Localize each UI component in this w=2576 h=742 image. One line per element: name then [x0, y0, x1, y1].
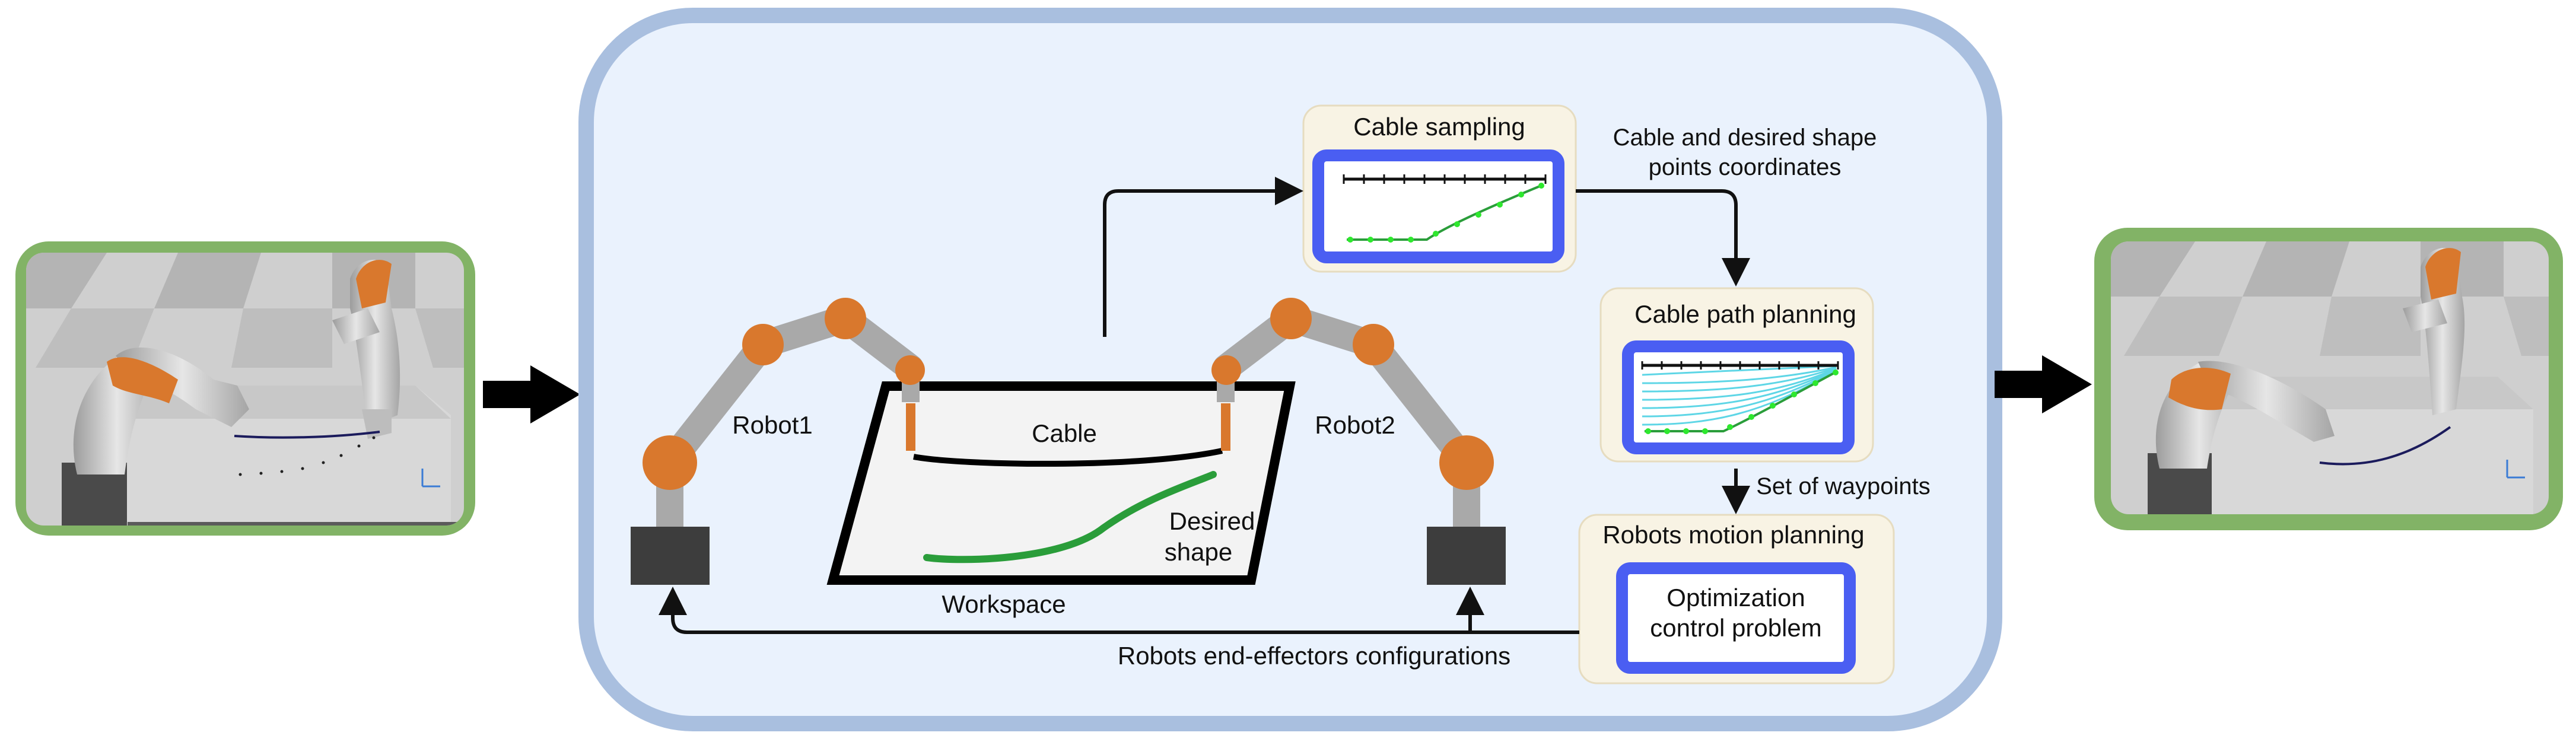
flow-arrow-right: [1995, 355, 2092, 413]
robot-link-orange-icon: [107, 357, 178, 403]
desired-shape-label-line1: Desired: [1169, 507, 1255, 535]
right-simulation-panel: [2094, 228, 2563, 530]
flow-arrow-left: [483, 365, 580, 423]
robot2-label: Robot2: [1315, 411, 1395, 439]
left-simulation-panel: [15, 241, 475, 536]
workspace-area: Cable Desired shape Workspace: [826, 381, 1296, 618]
coordinates-label-line1: Cable and desired shape: [1613, 125, 1877, 151]
robot1-label: Robot1: [732, 411, 812, 439]
set-of-waypoints-label: Set of waypoints: [1756, 473, 1931, 499]
workspace-label: Workspace: [942, 590, 1066, 618]
cable-line: [913, 448, 1223, 467]
cable-path-planning-title: Cable path planning: [1634, 300, 1856, 328]
robots-motion-planning-title: Robots motion planning: [1602, 521, 1864, 549]
desired-shape-label-line2: shape: [1165, 538, 1232, 566]
cable-label: Cable: [1032, 419, 1097, 447]
ocp-label-line1: Optimization: [1667, 584, 1805, 612]
flow-connectors: [659, 177, 1750, 634]
ocp-box: [1616, 562, 1856, 674]
robot1-schematic: Robot1: [631, 298, 925, 585]
robots-motion-planning-module: Robots motion planning Optimization cont…: [1578, 514, 1895, 684]
cable-path-planning-module: Cable path planning: [1599, 287, 1874, 463]
robot2-schematic: Robot2: [1211, 298, 1506, 585]
coordinates-label-line2: points coordinates: [1649, 154, 1842, 180]
arrow-to-cable-sampling: [1103, 177, 1303, 337]
end-effectors-label: Robots end-effectors configurations: [1118, 642, 1510, 670]
arrow-to-robot1: [659, 587, 1579, 634]
cable-sampling-title: Cable sampling: [1353, 113, 1525, 141]
ocp-label-line2: control problem: [1650, 614, 1821, 642]
arrow-to-cable-path-planning: [1576, 189, 1750, 286]
desired-shape-curve: [923, 471, 1217, 563]
cable-sampling-module: Cable sampling: [1302, 104, 1577, 273]
cable-sampling-screen: [1312, 149, 1564, 263]
